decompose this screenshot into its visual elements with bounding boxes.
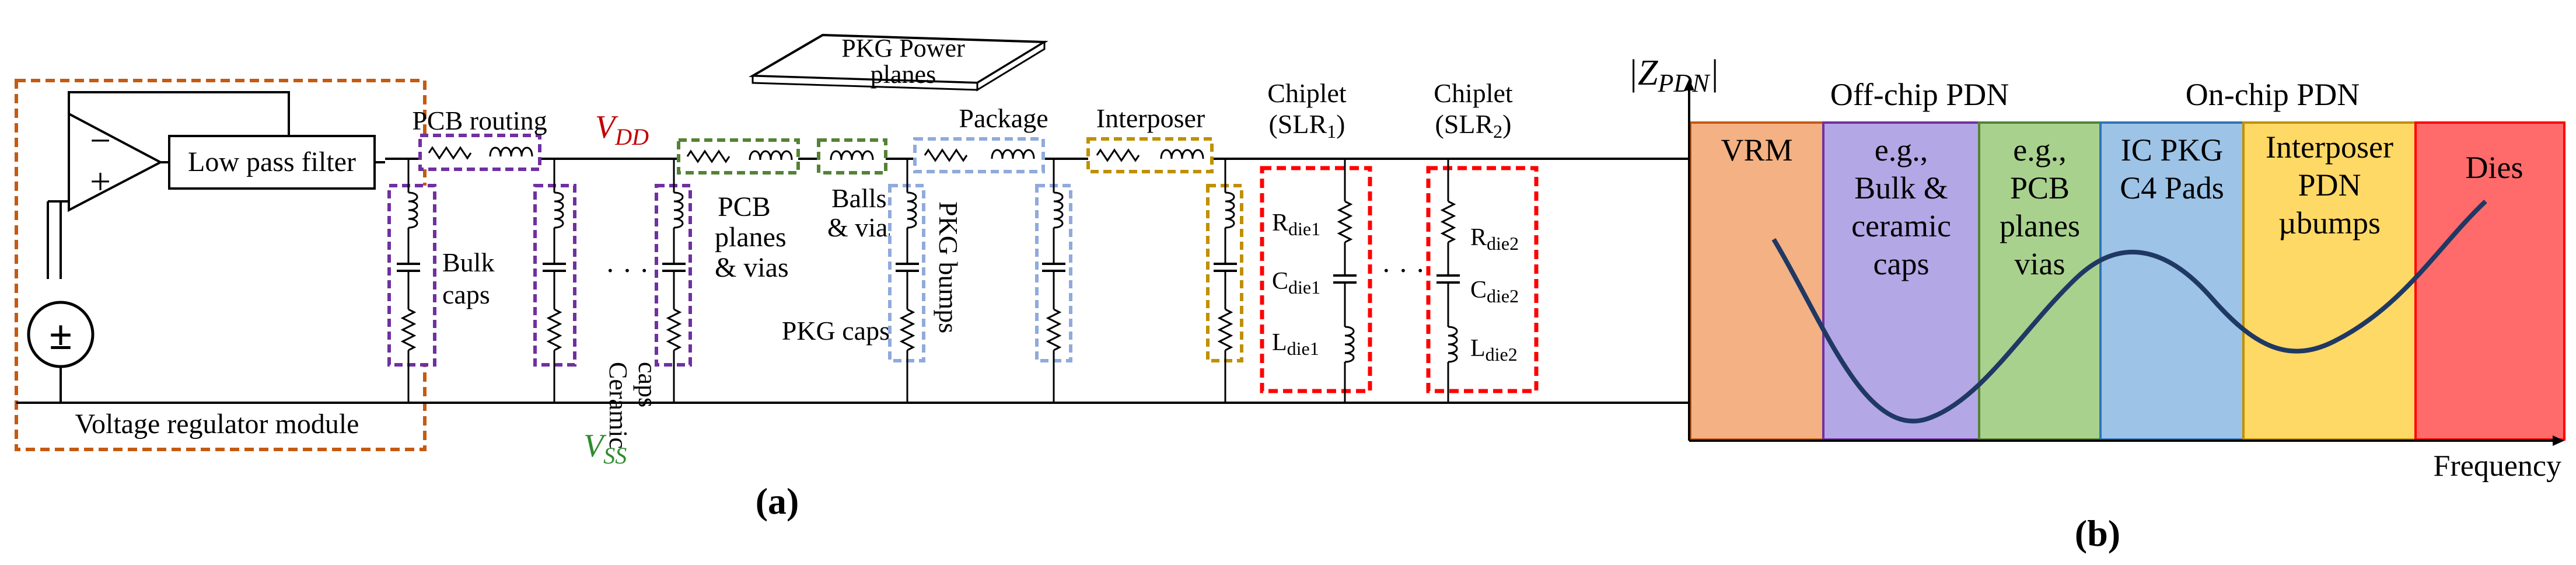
- balls-vias-label-line2: & vias: [827, 212, 898, 242]
- chiplet2-label-line1: Chiplet: [1434, 78, 1513, 108]
- band-4-label-line-0: Interposer: [2266, 130, 2393, 165]
- r-die1-label: Rdie1: [1272, 210, 1320, 239]
- band-2: [1978, 121, 2102, 441]
- onchip-group-label: On-chip PDN: [2186, 77, 2360, 112]
- interposer-label: Interposer: [1096, 103, 1205, 133]
- band-3-label-line-1: C4 Pads: [2120, 170, 2224, 205]
- l-die1-label: Ldie1: [1272, 329, 1319, 359]
- pcb-routing-label: PCB routing: [412, 106, 547, 135]
- pcb-planes-label-line3: & vias: [715, 252, 789, 283]
- band-2-label-line-0: e.g.,: [2013, 132, 2066, 168]
- c-die2-label: Cdie2: [1470, 277, 1519, 306]
- package-box: [913, 137, 1045, 173]
- band-2-label-line-2: planes: [2000, 208, 2080, 243]
- opamp-plus: +: [90, 161, 111, 202]
- ceramic-caps-branch-1: [533, 159, 576, 403]
- band-2-label-line-1: PCB: [2010, 170, 2070, 205]
- band-5-label-line-0: Dies: [2466, 150, 2523, 185]
- band-4: [2242, 121, 2417, 441]
- band-3: [2099, 121, 2245, 441]
- opamp-minus: −: [90, 120, 111, 161]
- package-label: Package: [959, 103, 1048, 133]
- panel-a-pdn-circuit: − + Low pass filter ± Voltage regulator …: [15, 33, 2080, 522]
- pkg-power-label-line2: planes: [871, 60, 936, 89]
- band-2-label-line-3: vias: [2015, 246, 2065, 281]
- pcb-planes-label-line1: PCB: [718, 191, 771, 222]
- chiplet1-label-line1: Chiplet: [1267, 78, 1347, 108]
- vdd-label: VDD: [595, 109, 649, 150]
- caption-b: (b): [2075, 512, 2120, 554]
- ellipsis-1: · · ·: [606, 254, 649, 287]
- x-axis-label: Frequency: [2434, 449, 2561, 483]
- pkg-bumps-label: PKG bumps: [934, 201, 963, 333]
- offchip-group-label: Off-chip PDN: [1830, 77, 2009, 112]
- l-die2-label: Ldie2: [1470, 335, 1518, 365]
- interposer-branch: [1206, 159, 1243, 403]
- band-1: [1822, 121, 1980, 441]
- balls-vias-label-line1: Balls: [831, 183, 887, 213]
- bulk-caps-branch: [387, 159, 436, 403]
- r-die2-label: Rdie2: [1470, 224, 1519, 254]
- chiplet2-box: [1426, 166, 1539, 393]
- vrm-label: Voltage regulator module: [75, 409, 359, 440]
- low-pass-filter-label: Low pass filter: [188, 147, 356, 177]
- band-4-label-line-2: µbumps: [2278, 205, 2381, 240]
- pkg-power-label-line1: PKG Power: [841, 34, 965, 62]
- impedance-curve: [1771, 200, 2487, 424]
- low-pass-filter-box: [168, 135, 376, 190]
- pkg-caps-branch: [888, 159, 925, 403]
- ceramic-caps-label-line2: caps: [633, 362, 662, 407]
- band-4-label-line-1: PDN: [2298, 168, 2361, 203]
- chiplet1-rlc: [1332, 159, 1358, 403]
- c-die1-label: Cdie1: [1272, 268, 1320, 298]
- vss-label: VSS: [583, 428, 627, 469]
- band-1-label-line-2: ceramic: [1851, 208, 1951, 243]
- pcb-routing-box: [418, 134, 541, 171]
- ceramic-caps-label-line1: Ceramic: [604, 362, 632, 449]
- chiplet2-label-line2: (SLR2): [1435, 109, 1511, 142]
- bulk-caps-label-line2: caps: [442, 280, 490, 309]
- y-axis-label: |ZPDN|: [1628, 53, 1719, 97]
- pkg-bumps-branch: [1035, 159, 1072, 403]
- band-3-label-line-0: IC PKG: [2121, 132, 2224, 168]
- band-1-label-line-0: e.g.,: [1875, 132, 1928, 168]
- source-plus-minus: ±: [49, 312, 72, 358]
- ellipsis-2: · · ·: [1382, 254, 1425, 287]
- pkg-caps-label: PKG caps: [782, 316, 890, 346]
- bulk-caps-label-line1: Bulk: [442, 247, 494, 277]
- band-0: [1689, 121, 1824, 441]
- band-0-label-line-0: VRM: [1721, 132, 1792, 168]
- band-1-label-line-3: caps: [1874, 246, 1930, 281]
- ceramic-caps-branch-2: [655, 159, 692, 403]
- pkg-power-planes-illustration: [748, 33, 1048, 92]
- interposer-box: [1086, 137, 1214, 173]
- opamp-symbol: [68, 111, 163, 212]
- band-1-label-line-1: Bulk &: [1854, 170, 1948, 205]
- chiplet2-rlc: [1435, 159, 1461, 403]
- pcb-planes-label-line2: planes: [715, 222, 787, 253]
- caption-a: (a): [756, 480, 799, 522]
- pcb-planes-box: [677, 138, 800, 175]
- chiplet1-label-line2: (SLR1): [1268, 109, 1345, 142]
